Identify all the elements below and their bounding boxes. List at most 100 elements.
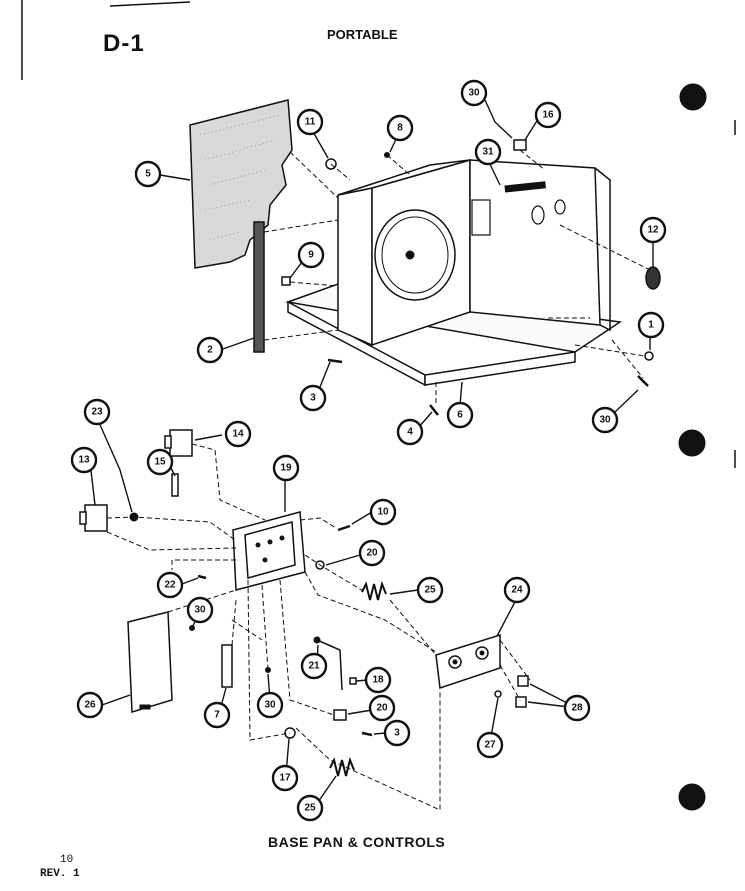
callout-9: 9 (297, 241, 325, 269)
lower-parts (79, 429, 529, 777)
callout-18: 18 (364, 666, 392, 694)
page-edge-marks (21, 0, 736, 468)
binder-hole (679, 83, 707, 111)
callout-10: 10 (369, 498, 397, 526)
callout-30: 30 (186, 596, 214, 624)
callout-26: 26 (76, 691, 104, 719)
callout-16: 16 (534, 101, 562, 129)
svg-text:3: 3 (310, 393, 316, 404)
cabinet-housing-part (337, 159, 611, 347)
callout-14: 14 (224, 420, 252, 448)
svg-text:25: 25 (424, 585, 436, 596)
callout-13: 13 (70, 446, 98, 474)
svg-text:2: 2 (207, 345, 213, 356)
svg-text:8: 8 (397, 123, 403, 134)
callout-21: 21 (300, 652, 328, 680)
callout-23: 23 (83, 398, 111, 426)
svg-text:4: 4 (407, 427, 413, 438)
callout-15: 15 (146, 448, 174, 476)
lower-leader-lines (89, 417, 578, 806)
gasket-strip-part (253, 221, 265, 353)
callout-22: 22 (156, 571, 184, 599)
callout-4: 4 (396, 418, 424, 446)
binder-holes (678, 83, 707, 811)
page-number: 10 (60, 854, 74, 866)
callout-5: 5 (134, 160, 162, 188)
jumper-part (171, 473, 179, 497)
binder-hole (678, 783, 706, 811)
callout-25: 25 (296, 794, 324, 822)
svg-text:11: 11 (305, 117, 316, 128)
svg-text:30: 30 (194, 605, 206, 616)
callout-30: 30 (460, 79, 488, 107)
clip-part (513, 139, 527, 151)
svg-text:19: 19 (280, 463, 292, 474)
svg-text:27: 27 (484, 740, 496, 751)
cover-plate-part (127, 611, 173, 713)
svg-text:23: 23 (91, 407, 103, 418)
callout-3: 3 (299, 384, 327, 412)
clip-18-part (349, 677, 357, 685)
callout-12: 12 (639, 216, 667, 244)
binder-hole (678, 429, 706, 457)
callout-6: 6 (446, 401, 474, 429)
plug-part (494, 690, 502, 698)
clip-9-part (281, 276, 291, 286)
svg-text:16: 16 (542, 110, 554, 121)
callout-30: 30 (591, 406, 619, 434)
svg-text:13: 13 (78, 455, 90, 466)
svg-text:6: 6 (457, 410, 463, 421)
svg-text:28: 28 (571, 703, 583, 714)
callout-7: 7 (203, 701, 231, 729)
svg-text:17: 17 (279, 773, 291, 784)
nut-part (644, 351, 654, 361)
spring-part (361, 580, 387, 601)
svg-text:22: 22 (164, 580, 176, 591)
callout-24: 24 (503, 576, 531, 604)
fitting-part (333, 709, 347, 721)
svg-text:14: 14 (232, 429, 244, 440)
diagram-caption: BASE PAN & CONTROLS (268, 834, 446, 850)
spring-part (329, 756, 355, 777)
svg-text:26: 26 (84, 700, 96, 711)
callout-8: 8 (386, 114, 414, 142)
callout-17: 17 (271, 764, 299, 792)
svg-text:9: 9 (308, 250, 314, 261)
callout-31: 31 (474, 138, 502, 166)
revision-label: REV. 1 (40, 868, 80, 880)
callout-2: 2 (196, 336, 224, 364)
callout-20: 20 (358, 539, 386, 567)
sheet-id: D-1 (103, 30, 145, 57)
control-panel-part (435, 633, 501, 690)
relay-part (169, 429, 193, 457)
upper-assembly-lines (263, 149, 651, 405)
callout-30: 30 (256, 691, 284, 719)
callout-27: 27 (476, 731, 504, 759)
callout-bubbles: 30 16 11 8 5 31 12 9 1 2 3 4 6 30 23 14 … (70, 79, 667, 822)
switch-part (84, 504, 108, 532)
callout-1: 1 (637, 311, 665, 339)
lower-assembly-lines (106, 443, 531, 811)
svg-text:7: 7 (214, 710, 220, 721)
bushing-part (645, 266, 661, 290)
callout-28: 28 (563, 694, 591, 722)
knob-part (517, 675, 529, 687)
svg-text:15: 15 (154, 457, 166, 468)
svg-text:21: 21 (308, 661, 320, 672)
svg-text:30: 30 (468, 88, 480, 99)
callout-20: 20 (368, 694, 396, 722)
svg-text:10: 10 (377, 507, 389, 518)
svg-text:30: 30 (264, 700, 276, 711)
svg-text:5: 5 (145, 169, 151, 180)
svg-text:12: 12 (647, 225, 659, 236)
callout-3: 3 (383, 719, 411, 747)
svg-text:3: 3 (394, 728, 400, 739)
svg-text:20: 20 (366, 548, 378, 559)
svg-text:18: 18 (372, 675, 384, 686)
callout-25: 25 (416, 576, 444, 604)
svg-text:25: 25 (304, 803, 316, 814)
wire-part (316, 639, 343, 691)
sheet-title: PORTABLE (327, 27, 398, 42)
